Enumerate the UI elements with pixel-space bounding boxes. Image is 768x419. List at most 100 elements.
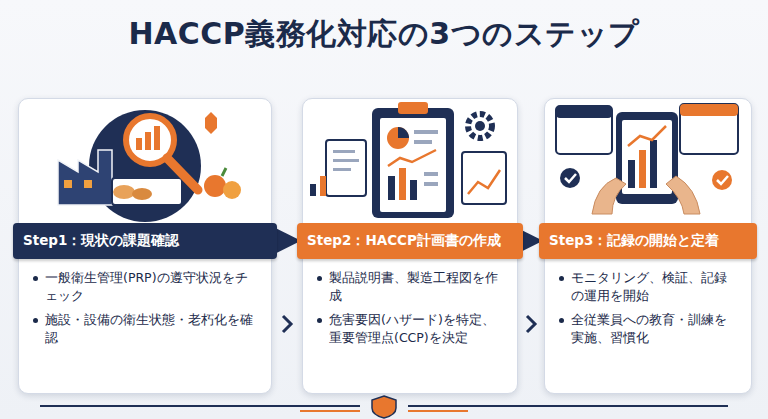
bullet-text: 施設・設備の衛生状態・老朽化を確認	[45, 311, 259, 347]
bullet-item: 製品説明書、製造工程図を作成	[315, 269, 505, 305]
plan-illustration-part	[414, 140, 432, 144]
footer-decoration-part	[408, 410, 468, 412]
plan-illustration-part	[475, 121, 485, 131]
step-heading: Step1：現状の課題確認	[23, 232, 179, 248]
illustration-space	[303, 99, 517, 223]
plan-illustration-part	[398, 127, 409, 138]
bullet-text: 一般衛生管理(PRP)の遵守状況をチェック	[45, 269, 259, 305]
bullet-dot	[317, 318, 322, 323]
illustration-space	[19, 99, 271, 223]
plan-illustration-part	[462, 152, 506, 204]
chevron-symbol	[283, 316, 535, 332]
records-illustration-part	[622, 120, 672, 194]
step-card: Step2：HACCP計画書の作成製品説明書、製造工程図を作成危害要因(ハザード…	[302, 98, 518, 394]
plan-illustration-part	[468, 114, 492, 138]
inspection-illustration-part	[64, 180, 72, 188]
records-illustration-part	[565, 174, 576, 182]
plan-illustration-part	[320, 176, 326, 196]
inspection-illustration-part	[136, 138, 142, 150]
inspection-illustration-part	[167, 158, 198, 190]
bullet-text: 全従業員への教育・訓練を実施、習慣化	[571, 311, 739, 347]
records-illustration-part	[628, 126, 666, 146]
inspection-illustration-part	[154, 126, 160, 150]
bullet-text: モニタリング、検証、記録の運用を開始	[571, 269, 739, 305]
step-card: Step1：現状の課題確認一般衛生管理(PRP)の遵守状況をチェック施設・設備の…	[18, 98, 272, 394]
plan-illustration-part	[333, 168, 351, 171]
plan-illustration-part	[424, 172, 438, 176]
bullet-text: 危害要因(ハザード)を特定、重要管理点(CCP)を決定	[329, 311, 505, 347]
plan-illustration-part	[333, 159, 359, 162]
bullet-dot	[559, 276, 564, 281]
step-band: Step1：現状の課題確認	[13, 223, 277, 259]
inspection-illustration-part	[58, 150, 112, 205]
inspection-illustration-part	[205, 112, 217, 134]
step-card: Step3：記録の開始と定着モニタリング、検証、記録の運用を開始全従業員への教育…	[544, 98, 752, 394]
inspection-illustration-part	[222, 168, 226, 176]
records-illustration-part	[666, 176, 700, 214]
inspection-illustration-part	[204, 175, 226, 197]
bullet-item: 危害要因(ハザード)を特定、重要管理点(CCP)を決定	[315, 311, 505, 347]
bullet-dot	[559, 318, 564, 323]
step-body: 一般衛生管理(PRP)の遵守状況をチェック施設・設備の衛生状態・老朽化を確認	[19, 259, 271, 366]
bullet-item: 全従業員への教育・訓練を実施、習慣化	[557, 311, 739, 347]
plan-illustration-part	[414, 130, 438, 134]
records-illustration-part	[556, 106, 612, 154]
plan-illustration-part	[310, 184, 316, 196]
inspection-illustration-part	[126, 116, 174, 164]
inspection-illustration-part	[132, 188, 152, 200]
chevron-symbol-part	[283, 316, 291, 332]
plan-illustration-part	[399, 168, 406, 200]
inspection-illustration-part	[112, 178, 182, 205]
footer-decoration-part	[300, 410, 360, 412]
plan-illustration-part	[468, 170, 500, 194]
inspection-illustration	[58, 110, 241, 222]
footer-decoration-part	[40, 405, 360, 407]
records-illustration-part	[650, 140, 657, 188]
bullet-dot	[317, 276, 322, 281]
bullet-dot	[33, 276, 38, 281]
footer-decoration-part	[408, 405, 728, 407]
footer-decoration	[40, 396, 728, 418]
bullet-text: 製品説明書、製造工程図を作成	[329, 269, 505, 305]
title: HACCP義務化対応の3つのステップ	[0, 14, 768, 55]
records-illustration-part	[616, 112, 678, 204]
records-illustration	[556, 104, 738, 214]
records-illustration-part	[712, 170, 732, 190]
plan-illustration	[310, 102, 506, 218]
step-heading: Step2：HACCP計画書の作成	[307, 232, 501, 248]
inspection-illustration-part	[89, 110, 201, 222]
plan-illustration-part	[326, 140, 366, 196]
illustration-space	[545, 99, 751, 223]
inspection-illustration-part	[84, 180, 92, 188]
step-band: Step3：記録の開始と定着	[539, 223, 757, 259]
records-illustration-part	[639, 150, 646, 188]
footer-decoration-part	[372, 396, 396, 418]
step-body: モニタリング、検証、記録の運用を開始全従業員への教育・訓練を実施、習慣化	[545, 259, 751, 366]
inspection-illustration-part	[113, 185, 135, 199]
records-illustration-part	[680, 104, 738, 116]
step-band: Step2：HACCP計画書の作成	[297, 223, 523, 259]
records-illustration-part	[717, 176, 728, 184]
bullet-item: 一般衛生管理(PRP)の遵守状況をチェック	[31, 269, 259, 305]
bullet-item: 施設・設備の衛生状態・老朽化を確認	[31, 311, 259, 347]
plan-illustration-part	[372, 108, 454, 218]
chevron-symbol-part	[527, 316, 535, 332]
records-illustration-part	[560, 168, 580, 188]
plan-illustration-part	[388, 176, 395, 200]
plan-illustration-part	[410, 180, 417, 200]
plan-illustration-part	[333, 150, 355, 153]
bullet-item: モニタリング、検証、記録の運用を開始	[557, 269, 739, 305]
plan-illustration-part	[380, 118, 446, 212]
plan-illustration-part	[387, 127, 409, 149]
inspection-illustration-part	[145, 132, 151, 150]
step-heading: Step3：記録の開始と定着	[549, 232, 719, 248]
step-body: 製品説明書、製造工程図を作成危害要因(ハザード)を特定、重要管理点(CCP)を決…	[303, 259, 517, 366]
plan-illustration-part	[424, 182, 438, 186]
records-illustration-part	[680, 104, 738, 154]
bullet-dot	[33, 318, 38, 323]
inspection-illustration-part	[223, 181, 241, 199]
records-illustration-part	[628, 160, 635, 188]
